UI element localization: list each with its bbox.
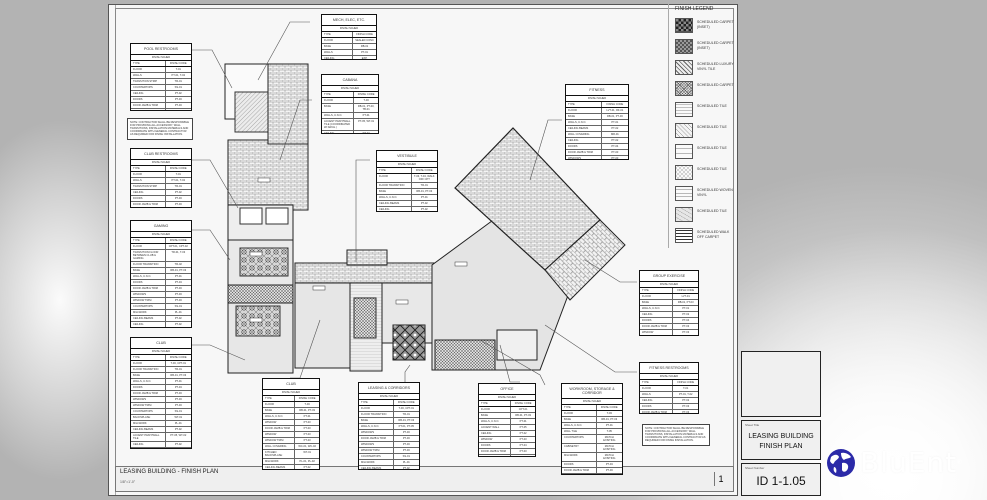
legend-item: SCHEDULED LUXURY VINYL TILE — [675, 60, 735, 76]
legend-item: SCHEDULED TILE — [675, 165, 735, 181]
legend-item: SCHEDULED CARPET (INSET) — [675, 39, 735, 55]
legend-item: SCHEDULED WALK OFF CARPET — [675, 228, 735, 244]
sheet-title-bar-text: LEASING BUILDING - FINISH PLAN — [120, 469, 219, 475]
sheet-title-line1: LEASING BUILDING — [748, 433, 814, 440]
swatch-herringbone — [675, 123, 693, 138]
legend-item: SCHEDULED CARPET — [675, 81, 735, 97]
sheet-number: ID 1-1.05 — [756, 474, 806, 488]
page-number: 1 — [714, 472, 727, 486]
swatch-brick-small — [675, 186, 693, 201]
schedule-workroom-storage: WORKROOM, STORAGE & CORRIDOR FINISH SCHE… — [561, 383, 623, 475]
legend-item: SCHEDULED CARPET (INSET) — [675, 18, 735, 34]
brand-name: BluEnt — [860, 446, 958, 479]
legend-item: SCHEDULED TILE — [675, 102, 735, 118]
legend-title: FINISH LEGEND — [675, 6, 714, 12]
sheet-scale-text: 1/8"=1'-0" — [120, 480, 136, 484]
title-block-sheet-title: Sheet Title LEASING BUILDING FINISH PLAN — [741, 420, 821, 460]
legend-item: SCHEDULED WOVEN VINYL — [675, 186, 735, 202]
swatch-carpet-inset-grey — [675, 39, 693, 54]
registered-mark: ® — [957, 459, 962, 466]
sheet-title-bar: LEASING BUILDING - FINISH PLAN 1/8"=1'-0… — [115, 466, 734, 492]
swatch-stone — [675, 207, 693, 222]
legend-item: SCHEDULED TILE — [675, 123, 735, 139]
drawing-sheet: LEASING BUILDING - FINISH PLAN 1/8"=1'-0… — [108, 4, 738, 496]
finish-legend: FINISH LEGEND SCHEDULED CARPET (INSET) S… — [668, 4, 739, 248]
swatch-hexagon — [675, 165, 693, 180]
swatch-stripes — [675, 228, 693, 243]
title-block-blank — [741, 351, 821, 417]
swatch-horizontal-lines — [675, 102, 693, 117]
note-left: NOTE: CONTRACTOR SHALL BE RESPONSIBLE FO… — [127, 118, 193, 140]
bluent-logo: BluEnt® — [826, 446, 962, 479]
swatch-crosshatch — [675, 81, 693, 96]
title-block-sheet-number: Sheet Number ID 1-1.05 — [741, 463, 821, 496]
swatch-diagonal-hatch — [675, 60, 693, 75]
swatch-carpet-inset-dark — [675, 18, 693, 33]
globe-icon — [827, 448, 855, 477]
legend-item: SCHEDULED TILE — [675, 207, 735, 223]
sheet-title-line2: FINISH PLAN — [759, 443, 803, 450]
note-right: NOTE: CONTRACTOR SHALL BE RESPONSIBLE FO… — [642, 424, 710, 446]
swatch-brick-large — [675, 144, 693, 159]
legend-item: SCHEDULED TILE — [675, 144, 735, 160]
